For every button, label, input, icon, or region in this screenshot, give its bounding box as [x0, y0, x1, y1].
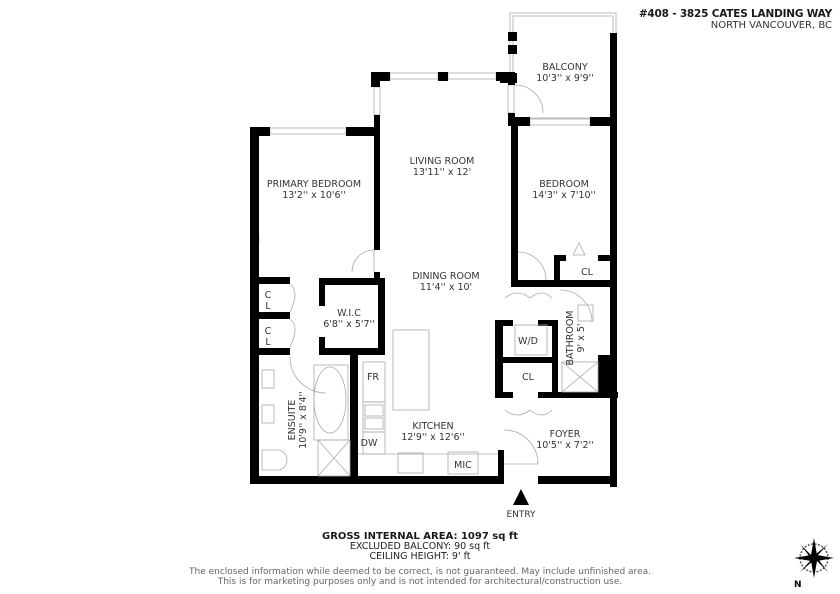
dining-dims: 11'4'' x 10'	[420, 282, 472, 293]
bedroom-name: BEDROOM	[539, 179, 589, 190]
closet2-c: C	[265, 326, 272, 337]
dining-name: DINING ROOM	[412, 271, 479, 282]
balcony-dims: 10'3'' x 9'9''	[536, 73, 594, 84]
foyer-name: FOYER	[550, 429, 581, 440]
living-name: LIVING ROOM	[410, 156, 475, 167]
bathroom-dims: 9' x 5'	[576, 324, 587, 353]
living-dims: 13'11'' x 12'	[413, 167, 471, 178]
fixture-labels: CL C L C L W/D CL FR DW MIC ENTRY	[265, 267, 594, 520]
compass-north-label: N	[794, 580, 802, 590]
washer-dryer	[514, 324, 548, 356]
bathroom-name: BATHROOM	[565, 311, 576, 366]
kitchen-island	[392, 329, 430, 411]
door-swings	[289, 84, 593, 465]
kitchen-name: KITCHEN	[412, 421, 453, 432]
wd-label: W/D	[518, 336, 538, 347]
entry-arrow-icon	[513, 489, 529, 505]
dishwasher-label: DW	[361, 438, 378, 449]
balcony-name: BALCONY	[542, 62, 588, 73]
foyer-dims: 10'5'' x 7'2''	[536, 440, 594, 451]
disclaimer-line-2: This is for marketing purposes only and …	[217, 577, 623, 587]
ensuite-name: ENSUITE	[287, 400, 298, 441]
property-city: NORTH VANCOUVER, BC	[710, 20, 832, 31]
ceiling-height: CEILING HEIGHT: 9' ft	[369, 551, 471, 562]
fixtures	[261, 304, 599, 477]
entry-label: ENTRY	[506, 510, 536, 520]
disclaimer-line-1: The enclosed information while deemed to…	[189, 567, 651, 577]
property-address: #408 - 3825 CATES LANDING WAY	[638, 8, 832, 20]
walls	[250, 72, 618, 487]
ensuite-dims: 10'9'' x 8'4''	[298, 391, 309, 449]
primary-dims: 13'2'' x 10'6''	[282, 190, 346, 201]
fridge-label: FR	[367, 372, 379, 383]
closet1-l: L	[265, 301, 271, 312]
bedroom-dims: 14'3'' x 7'10''	[532, 190, 596, 201]
wic-name: W.I.C	[337, 308, 361, 319]
wic-dims: 6'8'' x 5'7''	[323, 319, 375, 330]
excluded-balcony: EXCLUDED BALCONY: 90 sq ft	[349, 541, 491, 552]
hall-closet-label: CL	[522, 372, 535, 383]
room-labels: BALCONY 10'3'' x 9'9'' LIVING ROOM 13'11…	[267, 62, 596, 451]
kitchen-dims: 12'9'' x 12'6''	[401, 432, 465, 443]
closet1-c: C	[265, 290, 272, 301]
compass-rose-icon: N	[794, 538, 834, 590]
gross-internal-area: GROSS INTERNAL AREA: 1097 sq ft	[322, 531, 518, 542]
bedroom-closet-label: CL	[581, 267, 594, 278]
property-header: #408 - 3825 CATES LANDING WAY NORTH VANC…	[639, 8, 832, 32]
closet2-l: L	[265, 337, 271, 348]
microwave-label: MIC	[454, 460, 472, 471]
primary-name: PRIMARY BEDROOM	[267, 179, 361, 190]
